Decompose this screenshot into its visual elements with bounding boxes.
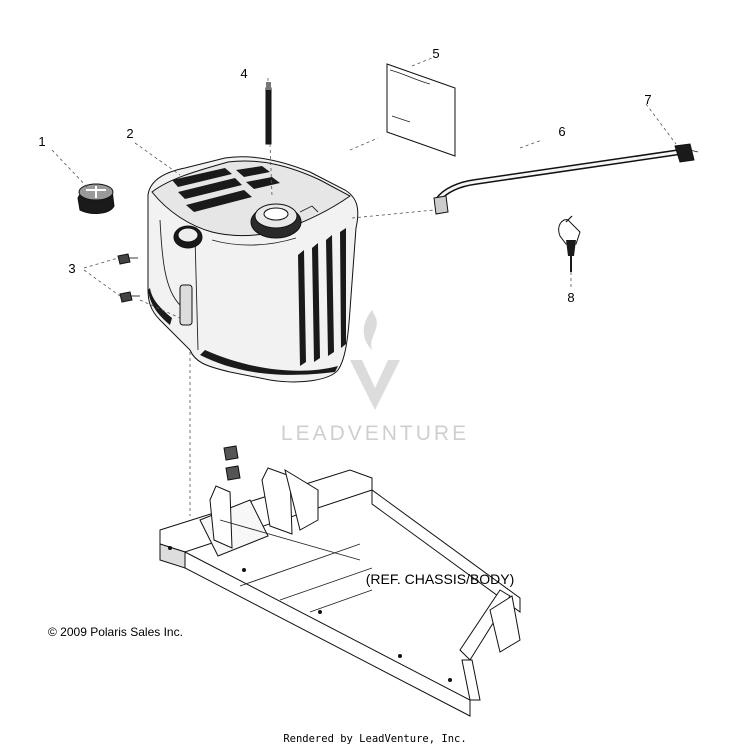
vent-stud[interactable] bbox=[265, 82, 272, 145]
vent-hose[interactable] bbox=[433, 149, 681, 215]
watermark-logo bbox=[350, 310, 400, 410]
leader-lines bbox=[51, 57, 677, 516]
callout-8: 8 bbox=[567, 290, 574, 305]
callout-1: 1 bbox=[38, 134, 45, 149]
callout-6: 6 bbox=[558, 124, 565, 139]
screw-upper[interactable] bbox=[117, 253, 138, 265]
warning-decal[interactable] bbox=[386, 63, 456, 157]
footer-text: Rendered by LeadVenture, Inc. bbox=[283, 733, 466, 745]
fuel-sender-cap bbox=[250, 203, 319, 239]
tank-grooves bbox=[298, 228, 346, 366]
callout-7: 7 bbox=[644, 92, 651, 107]
callout-5: 5 bbox=[432, 46, 439, 61]
callout-2: 2 bbox=[126, 126, 133, 141]
hose-fitting[interactable] bbox=[674, 143, 699, 163]
fuel-cap[interactable] bbox=[77, 183, 115, 214]
screw-lower[interactable] bbox=[119, 291, 140, 303]
chassis-frame bbox=[159, 445, 521, 717]
reference-label: (REF. CHASSIS/BODY) bbox=[366, 571, 515, 587]
watermark-text: LEADVENTURE bbox=[281, 422, 469, 445]
callout-3: 3 bbox=[68, 261, 75, 276]
callout-4: 4 bbox=[240, 66, 247, 81]
tank-ribs bbox=[172, 166, 280, 212]
copyright-text: © 2009 Polaris Sales Inc. bbox=[48, 625, 183, 639]
check-valve[interactable] bbox=[558, 215, 581, 272]
fuel-tank[interactable] bbox=[147, 156, 359, 383]
